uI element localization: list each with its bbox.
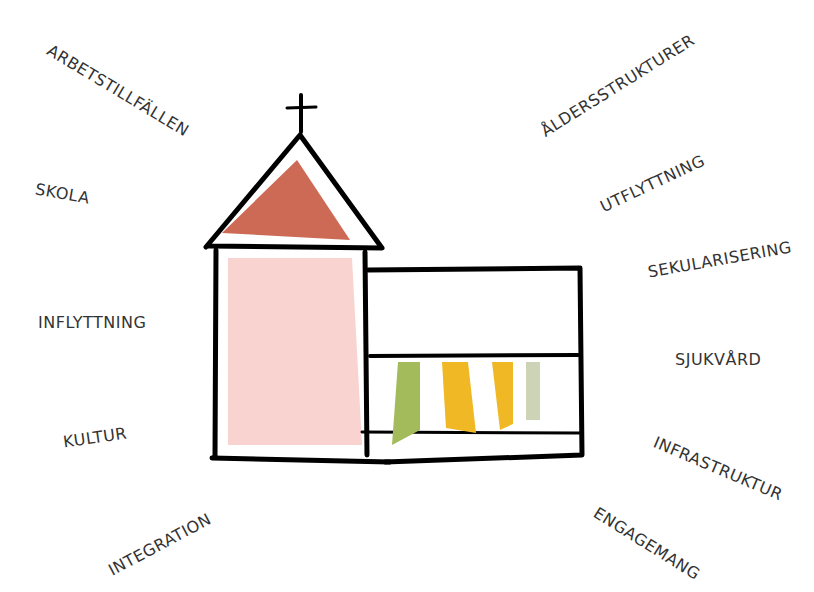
factor-label: KULTUR [62,423,128,451]
flag [526,362,540,420]
flag [492,362,513,430]
factor-label: SEKULARISERING [646,237,793,281]
cross [287,107,316,108]
factor-label: INTEGRATION [105,509,214,579]
factor-label: INFLYTTNING [38,313,146,332]
factor-label: SKOLA [33,179,91,207]
cross [299,95,303,132]
flag [442,362,476,433]
tower-fill [228,258,362,445]
tower-outline [212,250,390,462]
nave-line [370,355,578,356]
factor-label: SJUKVÅRD [675,350,761,369]
factor-label: ARBETSTILLFÄLLEN [44,40,193,140]
factor-label: UTFLYTTNING [597,150,708,215]
factor-label: ÅLDERSSTRUKTURER [537,30,698,140]
roof-fill [222,160,350,240]
roof-outline [206,135,382,248]
flag [392,362,420,445]
factor-label: ENGAGEMANG [590,503,703,584]
factor-label: INFRASTRUKTUR [651,432,786,504]
